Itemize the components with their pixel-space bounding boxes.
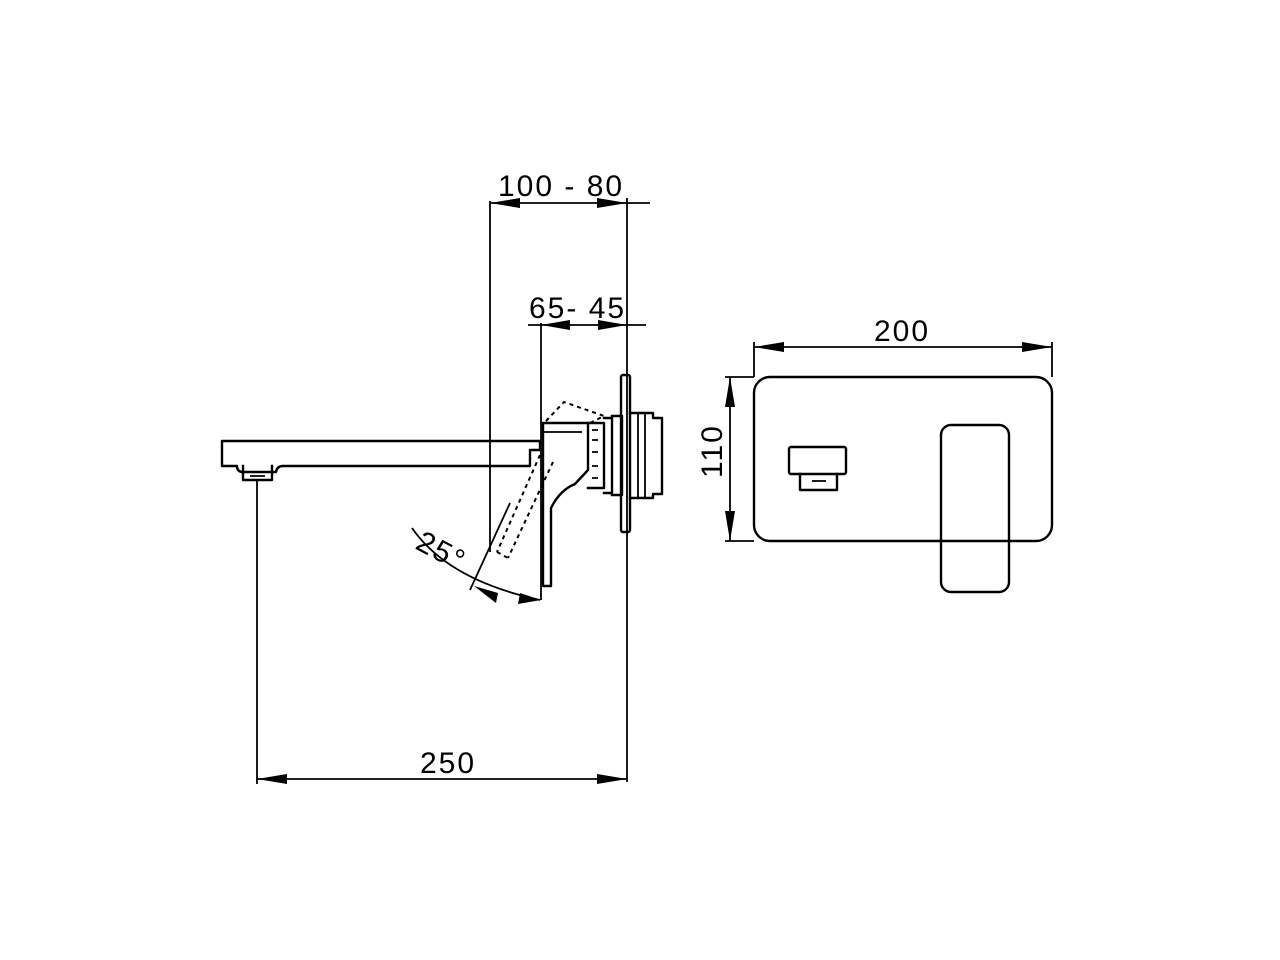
cartridge [628,411,664,500]
dim-plate-height-label: 110 [696,424,729,478]
front-view: 200 110 [696,315,1054,594]
dim-handle-depth [528,320,646,586]
dim-plate-width-label: 200 [874,315,930,348]
dim-wall-depth [489,198,650,782]
dim-handle-depth-label: 65- 45 [529,292,626,325]
side-view: 25° 100 - 80 65- 45 250 [220,170,664,784]
dim-plate-height [725,376,754,542]
dim-spout-projection [256,481,627,784]
dim-wall-depth-label: 100 - 80 [498,170,624,203]
rotated-handle-dashed [496,400,607,559]
outlet [787,445,848,492]
front-lever [939,423,1011,594]
front-plate [752,375,1054,543]
handle-body [541,421,590,588]
connector [586,414,624,497]
angle-arrow-right [518,593,541,604]
angle-label: 25° [411,525,472,578]
wall-plate [619,373,632,534]
dim-spout-projection-label: 250 [420,747,476,780]
spout [220,439,542,482]
dim-plate-width [753,342,1053,377]
angle-arrow-left [474,586,498,603]
